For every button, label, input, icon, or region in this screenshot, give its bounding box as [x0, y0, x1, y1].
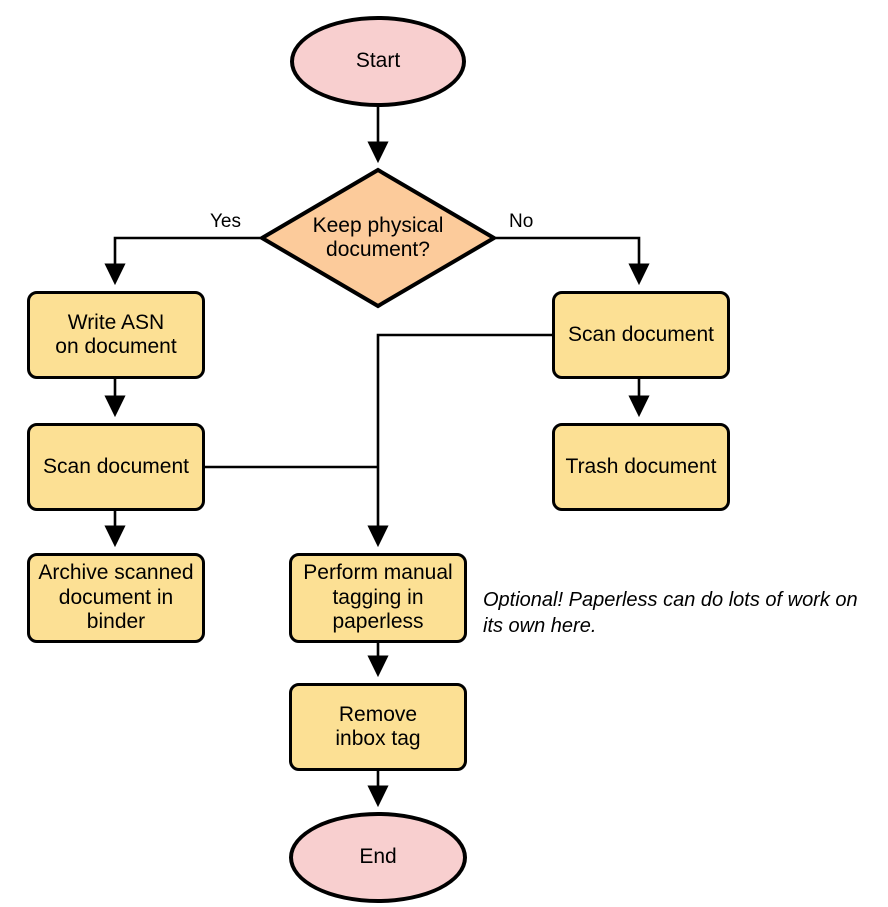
- edge-label-no: No: [509, 211, 534, 232]
- edge-decision-no-to-scan-right: [496, 236, 650, 286]
- node-trash-document[interactable]: Trash document: [552, 423, 730, 511]
- edge-label-yes: Yes: [210, 211, 241, 232]
- node-end[interactable]: End: [289, 812, 467, 903]
- node-keep-physical-document[interactable]: Keep physical document?: [258, 166, 498, 310]
- node-remove-inbox-tag[interactable]: Remove inbox tag: [289, 683, 467, 771]
- node-archive-scanned-document-in-binder[interactable]: Archive scanned document in binder: [27, 553, 205, 643]
- node-start[interactable]: Start: [290, 16, 466, 107]
- edge-scan-right-to-tagging: [367, 333, 552, 548]
- node-label-keep-physical-document: Keep physical document?: [312, 213, 444, 261]
- node-scan-document-right[interactable]: Scan document: [552, 291, 730, 379]
- diamond-shape: [258, 167, 498, 309]
- node-write-asn-on-document[interactable]: Write ASN on document: [27, 291, 205, 379]
- node-scan-document-left[interactable]: Scan document: [27, 423, 205, 511]
- edge-decision-yes-to-write-asn: [104, 236, 260, 286]
- annotation-optional-note: Optional! Paperless can do lots of work …: [483, 589, 858, 637]
- node-perform-manual-tagging-in-paperless[interactable]: Perform manual tagging in paperless: [289, 553, 467, 643]
